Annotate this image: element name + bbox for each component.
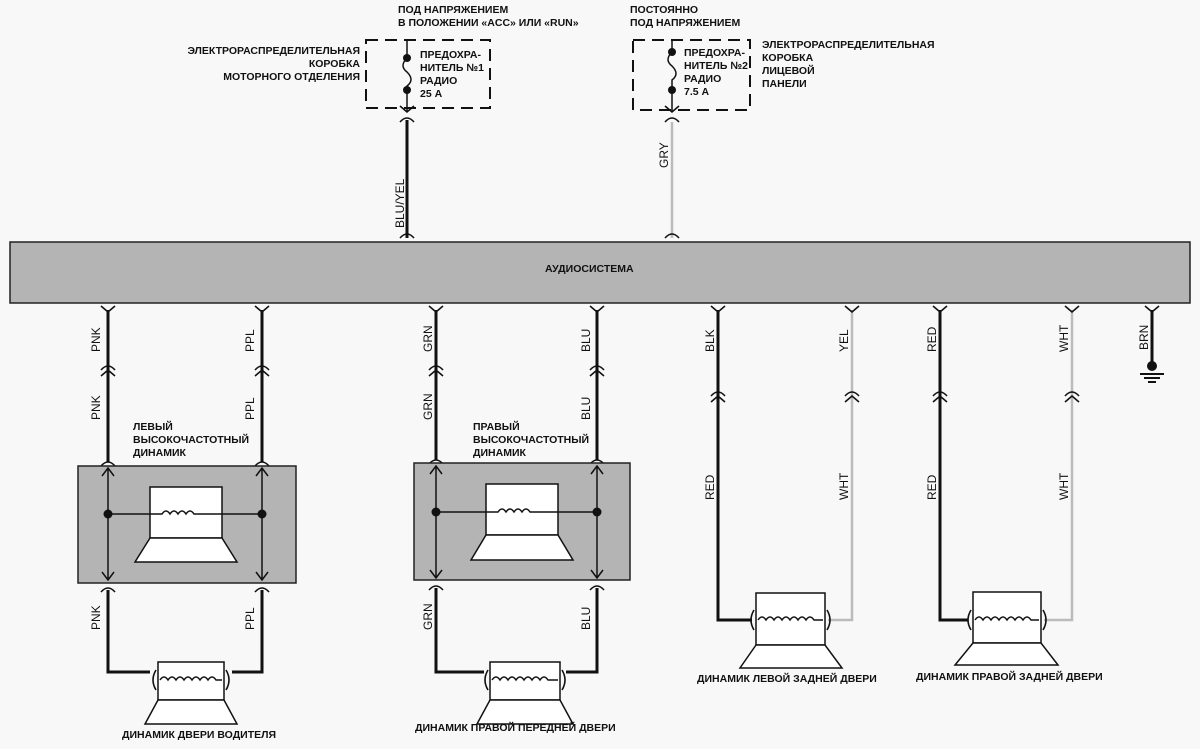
label: ДИНАМИК: [473, 447, 526, 459]
fuse-box-dashed: [365, 39, 491, 109]
label: ДИНАМИК ДВЕРИ ВОДИТЕЛЯ: [122, 729, 276, 741]
label: РАДИО: [420, 75, 457, 87]
right-front-door-speaker: [489, 661, 561, 701]
fuse-icon: [667, 40, 677, 112]
right-tweeter-circuit: GRN BLU GRN BLU ПРАВЫЙ ВЫСОКОЧАСТОТНЫЙ Д…: [413, 305, 631, 734]
label: RED: [703, 474, 717, 500]
label: PNK: [89, 395, 103, 420]
coil-icon: [108, 510, 262, 516]
label: YEL: [837, 329, 851, 352]
label: ПРЕДОХРА-: [420, 49, 481, 61]
label: ПРАВЫЙ: [473, 420, 520, 433]
fuse-1-block: ПОД НАПРЯЖЕНИЕМ В ПОЛОЖЕНИИ «ACC» ИЛИ «R…: [187, 4, 579, 239]
label: ВЫСОКОЧАСТОТНЫЙ: [133, 433, 249, 446]
left-tweeter-circuit: PNK PPL PNK PPL ЛЕВЫЙ ВЫСОКОЧАСТОТНЫЙ ДИ…: [77, 305, 297, 741]
label: ДИНАМИК ЛЕВОЙ ЗАДНЕЙ ДВЕРИ: [697, 672, 877, 685]
fuse-box-dashed: [632, 39, 751, 111]
fuse-2-block: ПОСТОЯННО ПОД НАПРЯЖЕНИЕМ ПРЕДОХРА- НИТЕ…: [630, 4, 935, 239]
label: ПОСТОЯННО: [630, 4, 698, 16]
label: ПОД НАПРЯЖЕНИЕМ: [398, 4, 508, 16]
label: RED: [925, 474, 939, 500]
label: 25 А: [420, 88, 443, 100]
label: ВЫСОКОЧАСТОТНЫЙ: [473, 433, 589, 446]
label: PNK: [89, 327, 103, 352]
label: PNK: [89, 605, 103, 630]
label: РАДИО: [684, 73, 721, 85]
label: НИТЕЛЬ №1: [420, 62, 484, 74]
label: КОРОБКА: [309, 58, 361, 70]
label: ЛИЦЕВОЙ: [762, 64, 815, 77]
label: RED: [925, 326, 939, 352]
label: МОТОРНОГО ОТДЕЛЕНИЯ: [223, 71, 360, 83]
label: WHT: [1057, 324, 1071, 352]
label: GRN: [421, 393, 435, 420]
right-rear-door-circuit: RED WHT RED WHT ДИНАМИК ПРАВОЙ ЗАДНЕЙ ДВ…: [916, 305, 1103, 683]
label: GRN: [421, 325, 435, 352]
label: BRN: [1137, 325, 1151, 350]
ground-circuit: BRN: [1137, 305, 1164, 383]
label: ПАНЕЛИ: [762, 78, 807, 90]
audio-system-unit: [9, 241, 1191, 304]
audio-system-label: АУДИОСИСТЕМА: [545, 263, 634, 275]
label: BLU/YEL: [393, 178, 407, 228]
label: ЛЕВЫЙ: [133, 420, 173, 433]
label: 7.5 А: [684, 86, 710, 98]
label: ЭЛЕКТРОРАСПРЕДЕЛИТЕЛЬНАЯ: [187, 45, 360, 57]
label: НИТЕЛЬ №2: [684, 60, 748, 72]
label: ПРЕДОХРА-: [684, 47, 745, 59]
label: BLU: [579, 329, 593, 352]
coil-icon: [436, 508, 597, 514]
label: BLU: [579, 397, 593, 420]
label: ДИНАМИК ПРАВОЙ ПЕРЕДНЕЙ ДВЕРИ: [415, 721, 616, 734]
label: КОРОБКА: [762, 52, 814, 64]
label: WHT: [837, 472, 851, 500]
label: ПОД НАПРЯЖЕНИЕМ: [630, 17, 740, 29]
label: ДИНАМИК: [133, 447, 186, 459]
label: PPL: [243, 329, 257, 352]
right-rear-door-speaker: [972, 591, 1042, 644]
label: WHT: [1057, 472, 1071, 500]
left-rear-door-circuit: BLK YEL RED WHT ДИНАМИК ЛЕВОЙ ЗАДНЕЙ ДВЕ…: [697, 305, 877, 685]
label: PPL: [243, 397, 257, 420]
ground-icon: [1140, 373, 1164, 383]
driver-door-speaker: [157, 661, 225, 701]
label: В ПОЛОЖЕНИИ «ACC» ИЛИ «RUN»: [398, 17, 579, 29]
label: GRY: [657, 142, 671, 168]
fuse-icon: [402, 40, 412, 112]
label: GRN: [421, 603, 435, 630]
label: BLU: [579, 607, 593, 630]
label: ЭЛЕКТРОРАСПРЕДЕЛИТЕЛЬНАЯ: [762, 39, 935, 51]
label: PPL: [243, 607, 257, 630]
label: BLK: [703, 329, 717, 352]
label: ДИНАМИК ПРАВОЙ ЗАДНЕЙ ДВЕРИ: [916, 670, 1103, 683]
